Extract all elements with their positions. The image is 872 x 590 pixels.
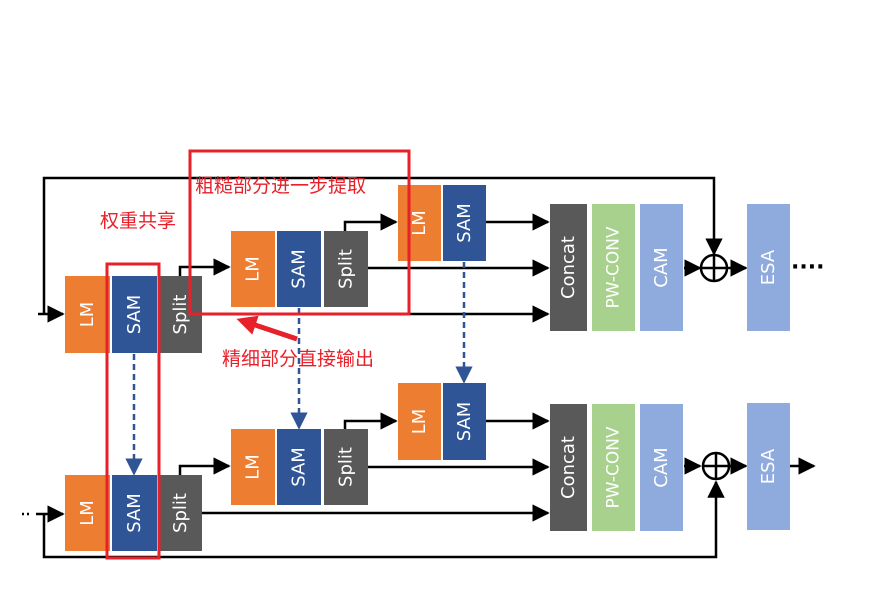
bottom-lm-3: LM: [398, 383, 441, 460]
top-split-2: Split: [324, 231, 368, 307]
bottom-sam-1: SAM: [112, 475, 157, 551]
bottom-cam: CAM: [640, 404, 683, 531]
shared-weight-box: [105, 262, 161, 560]
top-row-blocks: LM SAM Split LM SAM Split LM: [65, 185, 824, 353]
top-pwconv-label: PW-CONV: [604, 226, 624, 308]
top-continuation-dots: ····: [791, 255, 824, 280]
bottom-cam-label: CAM: [651, 447, 672, 487]
top-lm-3-label: LM: [409, 210, 430, 236]
top-sam-1-label: SAM: [124, 295, 145, 335]
bottom-lm-2: LM: [231, 429, 275, 505]
top-sam-3-label: SAM: [454, 203, 475, 243]
bottom-split-1-label: Split: [170, 493, 191, 533]
bottom-split-1: Split: [159, 475, 202, 551]
top-lm-1: LM: [65, 276, 110, 353]
bottom-lm-1: LM: [65, 475, 110, 551]
bottom-concat-label: Concat: [558, 436, 579, 499]
bottom-concat: Concat: [550, 404, 587, 531]
top-lm-1-label: LM: [77, 302, 98, 328]
bottom-row-blocks: LM SAM Split LM SAM Split LM SAM: [65, 383, 790, 551]
top-pwconv: PW-CONV: [592, 204, 635, 331]
top-cam: CAM: [640, 204, 683, 331]
bottom-sam-3-label: SAM: [454, 402, 475, 442]
top-sam-3: SAM: [443, 185, 486, 261]
bottom-split-2-label: Split: [336, 447, 357, 487]
bottom-sam-1-label: SAM: [124, 493, 145, 533]
bottom-connections: [22, 412, 816, 559]
top-plus-node: [699, 253, 729, 283]
shared-weight-arrows: [125, 262, 473, 476]
top-sam-1: SAM: [112, 276, 157, 353]
bottom-plus-node: [701, 451, 731, 481]
top-split-2-label: Split: [336, 249, 357, 289]
top-sam-2-label: SAM: [289, 249, 310, 289]
top-esa-label: ESA: [758, 249, 779, 285]
bottom-pwconv-label: PW-CONV: [604, 426, 624, 508]
bottom-sam-3: SAM: [443, 383, 486, 460]
bottom-split-2: Split: [324, 429, 368, 505]
top-lm-2: LM: [231, 231, 275, 307]
fine-output-arrow: [236, 315, 298, 342]
bottom-lm-3-label: LM: [409, 409, 430, 435]
annotation-shared: 权重共享: [100, 210, 176, 232]
top-lm-3: LM: [398, 185, 441, 261]
bottom-lm-1-label: LM: [77, 500, 98, 526]
bottom-esa: ESA: [747, 403, 790, 530]
coarse-region-box: [188, 149, 411, 316]
top-split-1-label: Split: [170, 295, 191, 335]
bottom-pwconv: PW-CONV: [592, 404, 635, 531]
bottom-esa-label: ESA: [758, 448, 779, 484]
top-cam-label: CAM: [651, 247, 672, 287]
highlights: [105, 149, 411, 560]
top-concat-label: Concat: [558, 236, 579, 299]
top-concat: Concat: [550, 204, 587, 331]
top-esa: ESA: [747, 204, 790, 331]
top-sam-2: SAM: [277, 231, 321, 307]
bottom-sam-2: SAM: [277, 429, 321, 505]
bottom-sam-2-label: SAM: [289, 447, 310, 487]
bottom-lm-2-label: LM: [243, 454, 264, 480]
top-lm-2-label: LM: [243, 256, 264, 282]
annotation-coarse: 粗糙部分进一步提取: [195, 175, 366, 197]
annotation-fine: 精细部分直接输出: [222, 348, 374, 370]
